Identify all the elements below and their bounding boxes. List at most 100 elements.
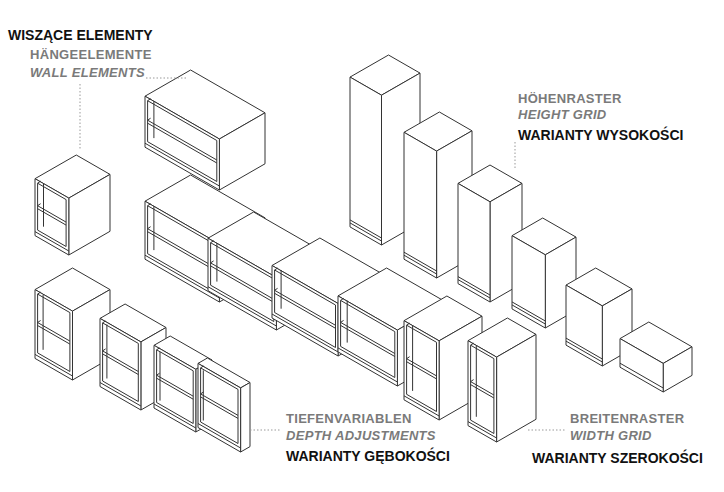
inner-edge [471, 343, 474, 345]
inner-edge [201, 366, 204, 368]
cabinet-front [458, 183, 490, 302]
leader-line [250, 430, 281, 431]
shelf-board [38, 206, 67, 222]
shelf-board [157, 373, 160, 375]
shelf-opening [148, 101, 217, 182]
plinth-line [404, 255, 437, 274]
inner-edge [275, 268, 278, 270]
cabinet-front [100, 318, 141, 410]
shelf-board [341, 320, 344, 322]
shelf-board [275, 293, 336, 328]
cabinet-front [154, 345, 196, 432]
cabinet-front [272, 266, 338, 357]
cabinet-front [145, 96, 219, 190]
shelf-board [407, 359, 437, 376]
cabinet-front [338, 296, 397, 386]
leader-line [146, 78, 186, 79]
polish-label: WARIANTY GĘBOKOŚCI [286, 449, 450, 464]
polish-label: WISZĄCE ELEMENTY [8, 28, 153, 43]
caption-label: TIEFENVARIABLEN [286, 412, 412, 426]
inner-edge [347, 301, 348, 343]
cabinet-front [35, 290, 73, 380]
door-edge [512, 302, 545, 321]
shelf-opening [201, 368, 238, 444]
inner-edge [407, 323, 410, 325]
inner-edge [153, 101, 154, 138]
shelf-board [471, 380, 474, 382]
shelf-board [103, 354, 139, 375]
plinth-line [35, 354, 73, 376]
caption-label: HÖHENRASTER [518, 92, 622, 106]
shelf-board [211, 261, 214, 263]
inner-edge [38, 292, 41, 294]
shelf-board [211, 266, 274, 302]
shelf-board [407, 357, 410, 359]
shelf-board [148, 227, 151, 229]
inner-edge [412, 326, 413, 391]
inner-edge [38, 181, 41, 183]
shelf-board [148, 120, 217, 160]
caption-label: BREITENRASTER [570, 412, 684, 426]
door-edge [566, 338, 602, 359]
inner-edge [106, 325, 107, 379]
inner-edge [148, 204, 151, 206]
plinth-line [272, 314, 338, 352]
cabinet-side [663, 347, 692, 392]
inner-edge [103, 321, 106, 323]
cabinet-front [350, 77, 382, 245]
shelf-board [201, 392, 204, 394]
shelf-board [157, 375, 194, 396]
shelf-opening [407, 325, 437, 411]
shelf-board [341, 325, 395, 356]
shelf-opening [38, 294, 70, 371]
plinth-line [198, 424, 241, 449]
shelf-board [103, 349, 106, 351]
shelf-board [103, 351, 139, 372]
inner-edge [211, 241, 214, 243]
shelf-opening [211, 243, 274, 322]
plinth-line [350, 223, 382, 241]
plinth-line [458, 280, 490, 298]
inner-edge [341, 298, 344, 300]
shelf-opening [38, 183, 67, 246]
inner-edge [43, 295, 44, 350]
shelf-board [38, 321, 41, 323]
inner-edge [157, 348, 160, 350]
cabinet-front [566, 285, 602, 366]
shelf-board [407, 362, 437, 379]
shelf-board [148, 123, 217, 163]
cabinet-front [620, 339, 663, 392]
cabinet-front [512, 236, 545, 328]
polish-label: WARIANTY WYSOKOŚCI [518, 128, 683, 143]
shelf-board [148, 118, 151, 120]
door-edge [458, 277, 490, 295]
plinth-line [208, 287, 276, 326]
cabinet-side [69, 174, 110, 255]
inner-edge [153, 206, 154, 250]
plinth-line [566, 341, 602, 362]
shelf-board [38, 326, 70, 345]
plinth-line [468, 422, 497, 438]
caption-label: WALL ELEMENTS [30, 66, 145, 80]
inner-edge [148, 99, 151, 101]
shelf-opening [275, 270, 336, 348]
cabinet-side [241, 383, 250, 453]
cabinet-front [468, 341, 497, 442]
shelf-board [341, 322, 395, 353]
cabinet-front [198, 363, 241, 452]
shelf-opening [103, 323, 139, 402]
caption-label: HEIGHT GRID [518, 108, 607, 122]
shelf-board [38, 204, 41, 206]
leader-lines [80, 78, 565, 430]
door-edge [404, 252, 437, 271]
cabinet-front [35, 179, 69, 255]
shelf-board [201, 397, 238, 419]
shelf-board [201, 394, 238, 416]
plinth-line [35, 232, 69, 251]
shelf-board [471, 382, 494, 395]
shelf-board [38, 323, 70, 342]
plinth-line [154, 404, 196, 428]
shelf-units [35, 55, 692, 452]
polish-label: WARIANTY SZEROKOŚCI [532, 451, 703, 466]
